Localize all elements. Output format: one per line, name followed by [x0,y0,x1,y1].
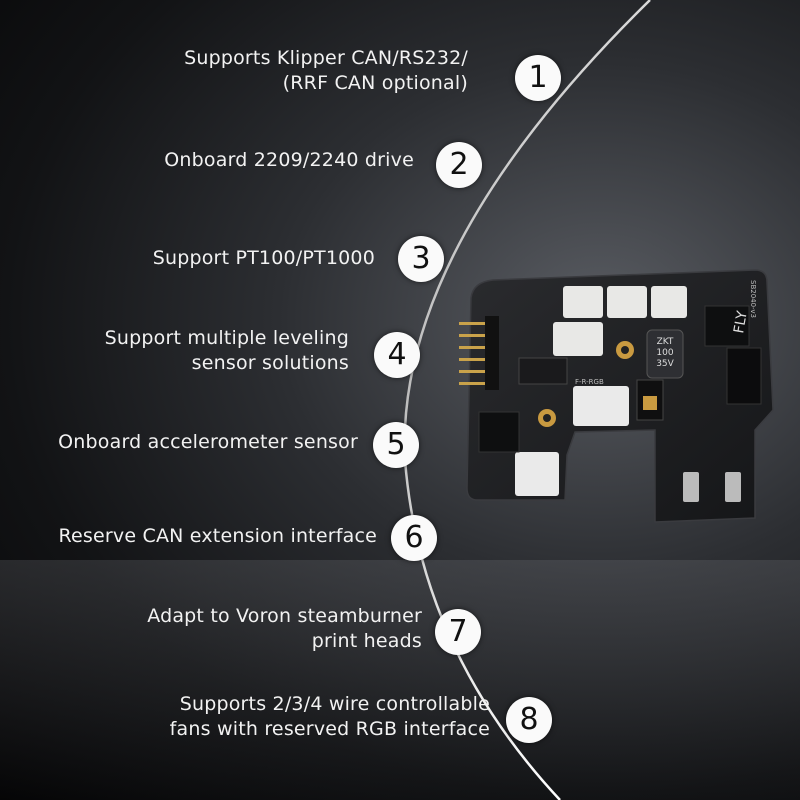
pcb-board-image: ZKT 100 35V FLY SB2040-v3 F-R-RGB [455,260,785,530]
feature-line: print heads [311,630,422,652]
reflective-floor [0,560,800,800]
feature-number-badge-4: 4 [374,332,420,378]
feature-line: Supports Klipper CAN/RS232/ [184,47,468,69]
feature-line: Adapt to Voron steamburner [147,605,422,627]
feature-line: Supports 2/3/4 wire controllable [179,693,490,715]
capacitor-label-2: 100 [656,348,673,358]
capacitor-label-1: ZKT [657,337,674,347]
feature-text-8: Supports 2/3/4 wire controllable fans wi… [170,692,490,742]
brand-label: FLY [731,309,751,334]
feature-line: Reserve CAN extension interface [58,525,377,547]
feature-text-3: Support PT100/PT1000 [153,246,375,271]
feature-text-7: Adapt to Voron steamburner print heads [147,604,422,654]
feature-number-badge-8: 8 [506,697,552,743]
feature-line: Support PT100/PT1000 [152,247,375,269]
feature-text-6: Reserve CAN extension interface [58,524,377,549]
capacitor-label-3: 35V [656,359,674,369]
feature-text-1: Supports Klipper CAN/RS232/ (RRF CAN opt… [184,46,468,96]
feature-line: fans with reserved RGB interface [169,718,490,740]
rgb-label: F-R-RGB [575,378,604,386]
feature-text-2: Onboard 2209/2240 drive [164,148,414,173]
feature-line: Support multiple leveling [104,327,349,349]
model-label: SB2040-v3 [749,280,757,318]
feature-line: Onboard accelerometer sensor [58,431,358,453]
feature-number-badge-6: 6 [391,515,437,561]
feature-number-badge-1: 1 [515,55,561,101]
feature-line: sensor solutions [191,352,349,374]
feature-text-5: Onboard accelerometer sensor [58,430,358,455]
feature-line: Onboard 2209/2240 drive [164,149,414,171]
feature-number-badge-7: 7 [435,609,481,655]
feature-line: (RRF CAN optional) [282,72,468,94]
feature-number-badge-3: 3 [398,236,444,282]
feature-number-badge-5: 5 [373,422,419,468]
feature-number-badge-2: 2 [436,142,482,188]
feature-text-4: Support multiple leveling sensor solutio… [105,326,349,376]
